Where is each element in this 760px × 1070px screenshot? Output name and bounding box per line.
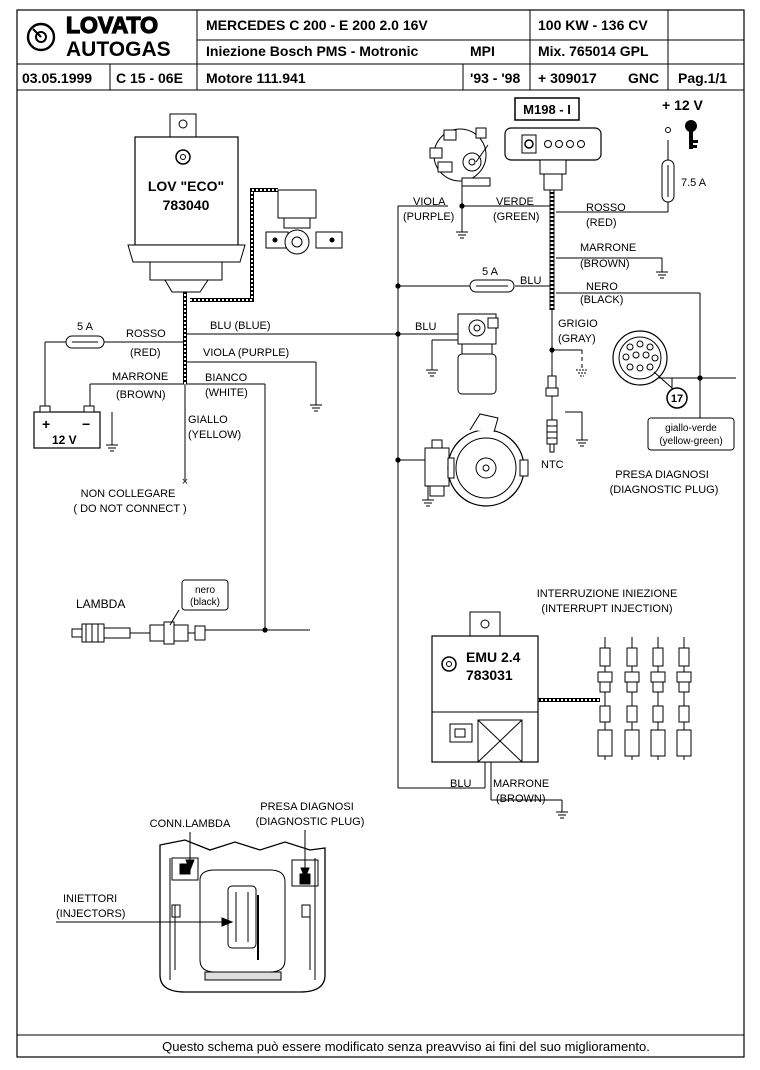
lovato-logo: LOVATO AUTOGAS xyxy=(26,11,171,61)
engine-bay-drawing xyxy=(159,839,326,993)
brown-left: (BROWN) xyxy=(116,389,166,401)
giallo-label: GIALLO xyxy=(188,414,228,426)
callout-arrows xyxy=(56,830,310,927)
fuse-7-5a-label: 7.5 A xyxy=(681,177,707,189)
plus-12v: + 12 V xyxy=(662,97,704,113)
nero-label: NERO xyxy=(586,281,618,293)
interrupt-label: (INTERRUPT INJECTION) xyxy=(541,603,672,615)
verde-label: VERDE xyxy=(496,196,534,208)
page-frame xyxy=(16,9,745,1058)
presa-diagnosi-bottom: PRESA DIAGNOSI xyxy=(260,801,354,813)
harness xyxy=(183,188,600,702)
mix-value: Mix. 765014 GPL xyxy=(538,43,649,59)
injection-system: Iniezione Bosch PMS - Motronic xyxy=(206,43,419,59)
iniettori-label: INIETTORI xyxy=(63,893,117,905)
viola-purple-label: VIOLA (PURPLE) xyxy=(203,347,289,359)
emu-name: EMU 2.4 xyxy=(466,649,521,665)
fuse-5a-left: 5 A xyxy=(65,321,105,349)
non-collegare-label: NON COLLEGARE xyxy=(81,488,176,500)
ntc-label: NTC xyxy=(541,459,564,471)
m198-label: M198 - I xyxy=(523,102,571,117)
green-label: (GREEN) xyxy=(493,211,539,223)
lambda-label: LAMBDA xyxy=(76,597,125,611)
battery-voltage: 12 V xyxy=(52,433,77,447)
header-table xyxy=(17,10,744,91)
ntc-sensor xyxy=(545,375,559,453)
battery-plus: + xyxy=(42,416,50,432)
black-label: (BLACK) xyxy=(580,294,623,306)
footer-note: Questo schema può essere modificato senz… xyxy=(162,1039,650,1054)
gnc-label: GNC xyxy=(628,70,659,86)
lov-name: LOV "ECO" xyxy=(148,178,224,194)
plug-number: 17 xyxy=(671,393,683,405)
battery: + − 12 V xyxy=(33,405,101,449)
diagnostic-plug-connector: 17 xyxy=(612,330,688,409)
blu-blue-label: BLU (BLUE) xyxy=(210,320,271,332)
ignition-distributor xyxy=(429,127,491,187)
red-left: (RED) xyxy=(130,347,161,359)
fuse-5a-left-label: 5 A xyxy=(77,321,94,333)
diagnostic-plug-bottom: (DIAGNOSTIC PLUG) xyxy=(256,816,365,828)
ignition-key-icon xyxy=(665,120,698,149)
white-label: (WHITE) xyxy=(205,387,248,399)
lambda-sensor xyxy=(71,609,206,645)
lpg-solenoid-valve xyxy=(457,313,499,395)
fuse-7-5a: 7.5 A xyxy=(661,159,707,203)
injectors-label: (INJECTORS) xyxy=(56,908,125,920)
model-title: MERCEDES C 200 - E 200 2.0 16V xyxy=(206,17,428,33)
blu-bottom: BLU xyxy=(450,778,471,790)
marrone-left: MARRONE xyxy=(112,371,168,383)
brown-bottom: (BROWN) xyxy=(496,793,546,805)
brand-bottom: AUTOGAS xyxy=(66,38,171,61)
purple-top: (PURPLE) xyxy=(403,211,454,223)
fuse-5a-mid-label: 5 A xyxy=(482,266,499,278)
grigio-label: GRIGIO xyxy=(558,318,598,330)
blu-valve: BLU xyxy=(415,321,436,333)
giallo-verde: giallo-verde xyxy=(665,423,717,434)
brand-top: LOVATO xyxy=(66,12,158,38)
red-right: (RED) xyxy=(586,217,617,229)
viola-top: VIOLA xyxy=(413,196,446,208)
giallo-verde-callout: giallo-verde (yellow-green) xyxy=(647,417,735,451)
rosso-right: ROSSO xyxy=(586,202,626,214)
gray-label: (GRAY) xyxy=(558,333,596,345)
marrone-right: MARRONE xyxy=(580,242,636,254)
battery-minus: − xyxy=(82,416,90,432)
lpg-reducer xyxy=(424,413,529,507)
date-value: 03.05.1999 xyxy=(22,70,92,86)
injector-connectors xyxy=(597,647,692,757)
code-value: C 15 - 06E xyxy=(116,70,183,86)
do-not-connect-label: ( DO NOT CONNECT ) xyxy=(73,503,186,515)
emu-code: 783031 xyxy=(466,667,513,683)
marrone-bottom: MARRONE xyxy=(493,778,549,790)
bianco-label: BIANCO xyxy=(205,372,248,384)
nero-small: nero xyxy=(195,585,215,596)
yellow-green: (yellow-green) xyxy=(659,436,722,447)
lov-code: 783040 xyxy=(163,197,210,213)
fuse-5a-mid: 5 A xyxy=(469,266,515,293)
chassis-value: + 309017 xyxy=(538,70,597,86)
gas-solenoid-valve xyxy=(265,189,343,255)
power-value: 100 KW - 136 CV xyxy=(538,17,648,33)
interruzione-label: INTERRUZIONE INIEZIONE xyxy=(537,588,678,600)
emu-unit: EMU 2.4 783031 xyxy=(431,611,539,763)
nero-black-callout: nero (black) xyxy=(181,579,229,611)
yellow-label: (YELLOW) xyxy=(188,429,241,441)
rosso-left: ROSSO xyxy=(126,328,166,340)
conn-lambda-label: CONN.LAMBDA xyxy=(150,818,231,830)
m198-module: M198 - I xyxy=(504,97,602,191)
black-small: (black) xyxy=(190,597,220,608)
ground-symbols xyxy=(106,231,668,819)
diagnostic-plug: (DIAGNOSTIC PLUG) xyxy=(610,484,719,496)
brown-right: (BROWN) xyxy=(580,258,630,270)
mpi-label: MPI xyxy=(470,43,495,59)
not-connected-cross: × xyxy=(182,476,188,488)
engine-value: Motore 111.941 xyxy=(206,70,306,86)
lov-eco-unit: LOV "ECO" 783040 xyxy=(127,113,246,293)
presa-diagnosi: PRESA DIAGNOSI xyxy=(615,469,709,481)
page-number: Pag.1/1 xyxy=(678,70,727,86)
blu-mid: BLU xyxy=(520,275,541,287)
years-value: '93 - '98 xyxy=(470,70,520,86)
